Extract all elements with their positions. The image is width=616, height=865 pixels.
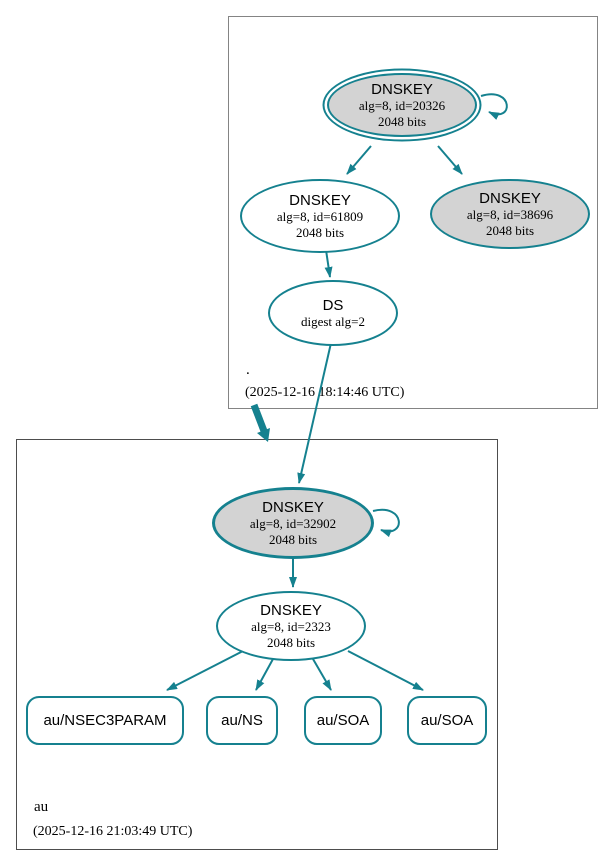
node-dnskey-20326[interactable]: DNSKEY alg=8, id=20326 2048 bits	[327, 73, 477, 137]
edge-root-ksk-to-zsk	[346, 145, 372, 175]
edge-au-zsk-to-soa2	[347, 650, 424, 691]
node-rrset-soa-2[interactable]: au/SOA	[407, 696, 487, 745]
edge-au-zsk-to-soa1	[312, 658, 332, 691]
node-alg: alg=8, id=61809	[276, 209, 364, 225]
edge-au-zsk-to-nsec3param	[166, 650, 244, 691]
edge-root-ksk-selfloop	[480, 93, 508, 120]
rrset-label: au/SOA	[316, 712, 370, 729]
node-dnskey-2323[interactable]: DNSKEY alg=8, id=2323 2048 bits	[216, 591, 366, 661]
rrset-label: au/SOA	[420, 712, 474, 729]
node-alg: alg=8, id=38696	[466, 207, 554, 223]
rrset-label: au/NS	[221, 712, 263, 729]
node-ds[interactable]: DS digest alg=2	[268, 280, 398, 346]
edge-root-zsk-to-ds	[324, 249, 333, 278]
node-bits: 2048 bits	[295, 224, 345, 240]
arrowhead-delegation	[257, 428, 270, 442]
node-title: DNSKEY	[371, 81, 433, 99]
node-bits: 2048 bits	[266, 634, 316, 650]
node-bits: 2048 bits	[377, 113, 427, 129]
node-detail: digest alg=2	[300, 313, 366, 329]
node-dnskey-38696[interactable]: DNSKEY alg=8, id=38696 2048 bits	[430, 179, 590, 249]
node-bits: 2048 bits	[485, 222, 535, 238]
zone-timestamp-au: (2025-12-16 21:03:49 UTC)	[33, 824, 193, 839]
edge-root-ksk-to-key38696	[437, 145, 463, 175]
edge-ds-to-au-ksk	[297, 342, 332, 484]
node-title: DNSKEY	[262, 499, 324, 517]
node-rrset-nsec3param[interactable]: au/NSEC3PARAM	[26, 696, 184, 745]
zone-label-au: au	[34, 799, 49, 815]
zone-box-root: . (2025-12-16 18:14:46 UTC)	[228, 16, 598, 409]
node-bits: 2048 bits	[268, 531, 318, 547]
node-title: DNSKEY	[289, 192, 351, 210]
node-alg: alg=8, id=32902	[249, 516, 337, 532]
node-title: DNSKEY	[260, 602, 322, 620]
node-title: DNSKEY	[479, 190, 541, 208]
edge-au-ksk-selfloop	[372, 508, 400, 538]
zone-box-au: au (2025-12-16 21:03:49 UTC)	[16, 439, 498, 850]
node-dnskey-61809[interactable]: DNSKEY alg=8, id=61809 2048 bits	[240, 179, 400, 253]
node-alg: alg=8, id=2323	[251, 619, 331, 635]
node-dnskey-32902[interactable]: DNSKEY alg=8, id=32902 2048 bits	[212, 487, 374, 559]
node-alg: alg=8, id=20326	[358, 98, 446, 114]
node-rrset-soa-1[interactable]: au/SOA	[304, 696, 382, 745]
edge-au-zsk-to-ns	[255, 658, 274, 691]
zone-label-root: .	[246, 362, 250, 378]
node-rrset-ns[interactable]: au/NS	[206, 696, 278, 745]
zone-timestamp-root: (2025-12-16 18:14:46 UTC)	[245, 385, 405, 400]
edge-delegation-root-to-au	[250, 403, 268, 433]
rrset-label: au/NSEC3PARAM	[43, 712, 167, 729]
node-title: DS	[322, 296, 344, 314]
